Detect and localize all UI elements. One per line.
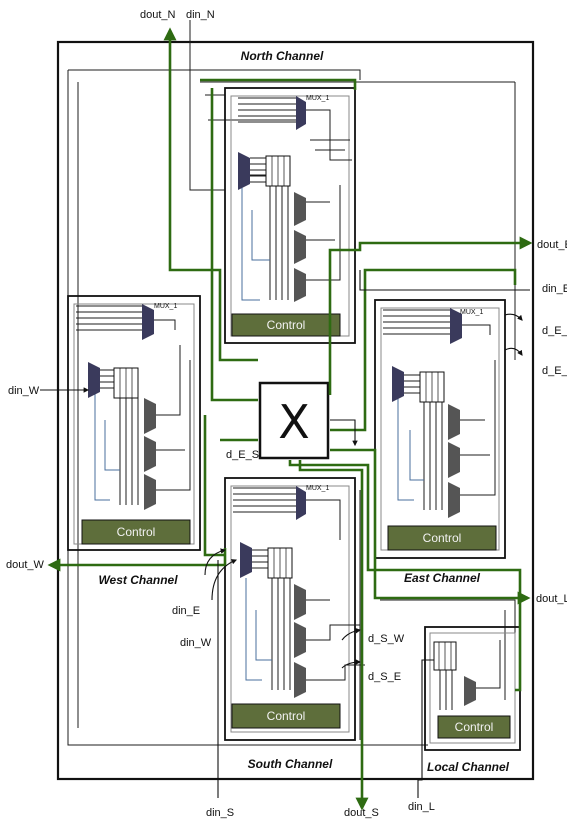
east-inner-box (381, 308, 499, 550)
local-control-label: Control (455, 720, 494, 734)
south-out-mux-3 (294, 662, 306, 698)
label-dout-s: dout_S (344, 807, 379, 819)
north-out-mux-3 (294, 268, 306, 302)
east-control-label: Control (423, 531, 462, 545)
east-input-mux (392, 366, 404, 402)
label-din-w: din_W (8, 385, 40, 397)
label-dout-e: dout_E (537, 239, 567, 251)
east-channel-title: East Channel (404, 571, 481, 585)
label-d-e-n: d_E_N (542, 365, 567, 377)
east-out-mux-2 (448, 442, 460, 478)
north-control-label: Control (267, 318, 306, 332)
west-mux1-shape (142, 304, 154, 340)
south-out-mux-1 (294, 584, 306, 620)
south-mux1-shape (296, 486, 306, 520)
crossbar-symbol: X (278, 395, 310, 449)
east-mux1-label: MUX_1 (460, 309, 483, 316)
label-d-s-e: d_S_E (368, 671, 401, 683)
south-control-label: Control (267, 709, 306, 723)
label-dout-w: dout_W (6, 559, 45, 571)
label-din-s: din_S (206, 807, 234, 819)
east-channel-box (375, 300, 505, 558)
south-input-mux (240, 542, 252, 578)
crossbar-block: X (260, 383, 328, 458)
label-d-e-s-center: d_E_S (226, 449, 259, 461)
north-channel-title: North Channel (241, 49, 324, 63)
label-din-e-bottom: din_E (172, 605, 200, 617)
west-out-mux-2 (144, 436, 156, 472)
label-din-l: din_L (408, 801, 435, 813)
north-channel-block: MUX_1 Control North Channel (225, 49, 355, 343)
north-channel-box (225, 88, 355, 343)
west-out-mux-1 (144, 398, 156, 434)
label-din-e-right: din_E (542, 283, 567, 295)
local-channel-title: Local Channel (427, 760, 510, 774)
west-mux1-label: MUX_1 (154, 303, 177, 310)
north-input-mux (238, 152, 250, 190)
north-mux1-shape (296, 96, 306, 130)
west-control-label: Control (117, 525, 156, 539)
west-input-mux (88, 362, 100, 398)
east-channel-block: MUX_1 Control East Channel (375, 300, 505, 585)
label-dout-n: dout_N (140, 9, 176, 21)
north-mux1-label: MUX_1 (306, 95, 329, 102)
label-din-w-bottom: din_W (180, 637, 212, 649)
south-out-mux-2 (294, 622, 306, 658)
west-channel-box (68, 296, 200, 550)
north-out-mux-2 (294, 230, 306, 264)
east-out-mux-1 (448, 404, 460, 440)
north-out-mux-1 (294, 192, 306, 226)
west-inner-box (74, 304, 194, 544)
west-out-mux-3 (144, 474, 156, 510)
east-out-mux-3 (448, 482, 460, 518)
local-out-mux (464, 676, 476, 706)
label-d-e-s: d_E_S (542, 325, 567, 337)
label-d-s-w: d_S_W (368, 633, 405, 645)
west-channel-block: MUX_1 Control West Channel (68, 296, 200, 587)
local-channel-block: Control Local Channel (425, 627, 520, 774)
label-dout-l: dout_L (536, 593, 567, 605)
west-channel-title: West Channel (98, 573, 178, 587)
label-din-n: din_N (186, 9, 215, 21)
south-channel-block: MUX_1 Control South Channel (225, 478, 365, 771)
south-channel-title: South Channel (248, 757, 333, 771)
south-mux1-label: MUX_1 (306, 485, 329, 492)
